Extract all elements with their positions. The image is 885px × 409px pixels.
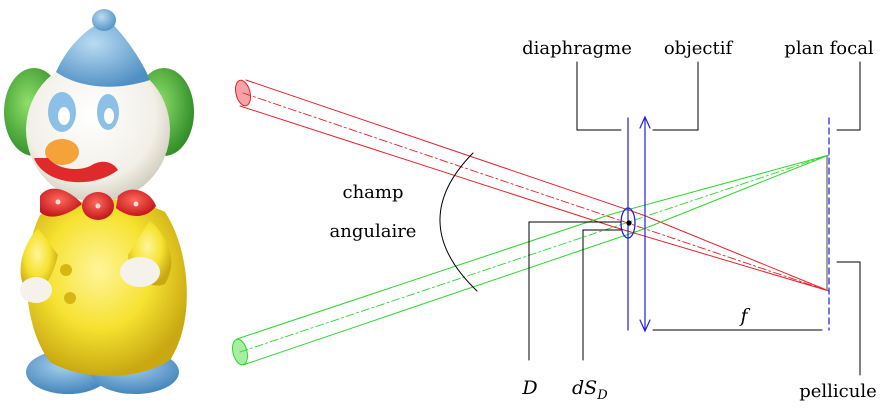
plan-focal-leader	[837, 62, 860, 130]
label-champ: champ	[343, 182, 404, 203]
label-objectif: objectif	[664, 38, 734, 59]
label-angulaire: angulaire	[330, 221, 417, 242]
ds-leader	[583, 230, 621, 360]
optics-diagram: diaphragme objectif plan focal champ ang…	[230, 38, 877, 403]
clown-figurine-image	[4, 9, 194, 394]
label-diaphragme: diaphragme	[522, 38, 632, 59]
label-f: f	[738, 305, 750, 327]
label-D: D	[521, 377, 537, 399]
red-beam	[233, 79, 829, 291]
diaphragme-leader	[577, 62, 621, 130]
label-dS: dS	[572, 377, 597, 399]
objectif-leader	[653, 62, 698, 130]
aperture-center-dot	[626, 220, 631, 225]
label-plan-focal: plan focal	[784, 38, 874, 59]
angular-field-arc	[440, 153, 477, 291]
label-dS-subscript: D	[596, 388, 608, 403]
label-dS-D: dSD	[572, 377, 608, 403]
lens-objective	[640, 117, 650, 331]
label-pellicule: pellicule	[799, 381, 877, 402]
d-leader	[529, 222, 621, 360]
pellicule-leader	[837, 262, 860, 375]
